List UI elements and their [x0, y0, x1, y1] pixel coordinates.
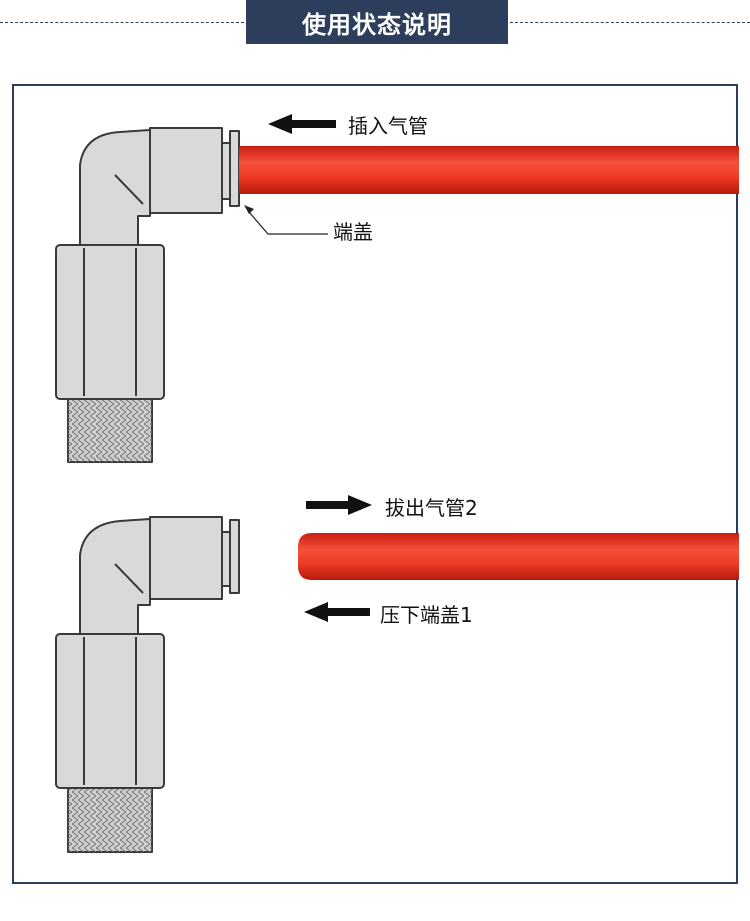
header-divider-right — [510, 22, 750, 23]
fitting-top-body — [149, 127, 223, 214]
air-tube-inserted — [239, 146, 739, 194]
press-arrow-icon — [304, 602, 370, 622]
fitting-top-hex-nut — [55, 244, 165, 400]
fitting-bottom-collet — [221, 531, 231, 587]
fitting-bottom-end-cap — [229, 519, 240, 594]
fitting-bottom-hex-nut — [55, 633, 165, 789]
insert-arrow-icon — [268, 114, 336, 134]
diagram-frame — [12, 84, 738, 884]
fitting-bottom — [55, 516, 240, 853]
air-tube-pulled — [298, 533, 739, 580]
fitting-bottom-body — [149, 516, 223, 600]
fitting-top-end-cap — [229, 130, 240, 207]
fitting-bottom-elbow — [79, 518, 151, 635]
press-cap-label: 压下端盖1 — [380, 603, 473, 627]
end-cap-label: 端盖 — [333, 220, 373, 244]
fitting-top-collet — [221, 142, 231, 200]
cap-leader-line — [248, 211, 328, 235]
pull-tube-label: 拔出气管2 — [385, 496, 478, 520]
page-title: 使用状态说明 — [246, 0, 508, 44]
insert-tube-label: 插入气管 — [348, 114, 428, 138]
header-divider-left — [0, 22, 244, 23]
fitting-top-elbow — [79, 129, 151, 246]
pull-arrow-icon — [306, 495, 372, 515]
fitting-top — [55, 127, 240, 463]
cap-leader-arrow-icon — [244, 205, 254, 214]
